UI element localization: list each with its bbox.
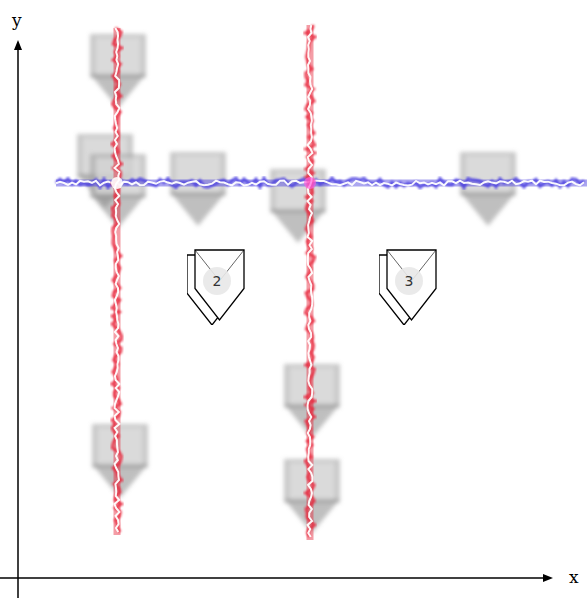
numbered-icon: 3 bbox=[379, 249, 437, 325]
axis-label: y bbox=[12, 10, 22, 30]
axis-label: x bbox=[569, 567, 579, 587]
callout-number: 2 bbox=[213, 273, 222, 289]
axes bbox=[0, 40, 553, 598]
ghost-icons bbox=[77, 34, 516, 533]
callout-number: 3 bbox=[405, 273, 414, 289]
laser-beams bbox=[56, 25, 587, 540]
numbered-icon: 2 bbox=[187, 249, 245, 325]
